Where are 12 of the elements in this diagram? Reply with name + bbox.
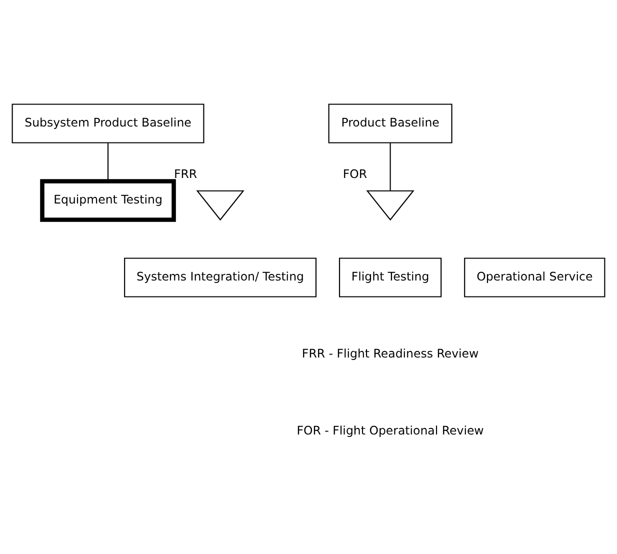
label: FOR - Flight Operational Review [296, 422, 484, 437]
node-box: Subsystem Product Baseline [12, 103, 204, 143]
connector [107, 142, 109, 181]
node-box: Operational Service [464, 257, 606, 297]
node-label: FOR [342, 166, 368, 180]
node-box: Systems Integration/ Testing [124, 257, 317, 297]
node-label: FRR [174, 166, 198, 180]
node-box: Flight Testing [338, 257, 442, 297]
label: FRR - Flight Readiness Review [302, 346, 479, 360]
node-box: Equipment Testing [40, 178, 176, 222]
connector [390, 142, 391, 190]
node-box: Product Baseline [328, 103, 452, 143]
